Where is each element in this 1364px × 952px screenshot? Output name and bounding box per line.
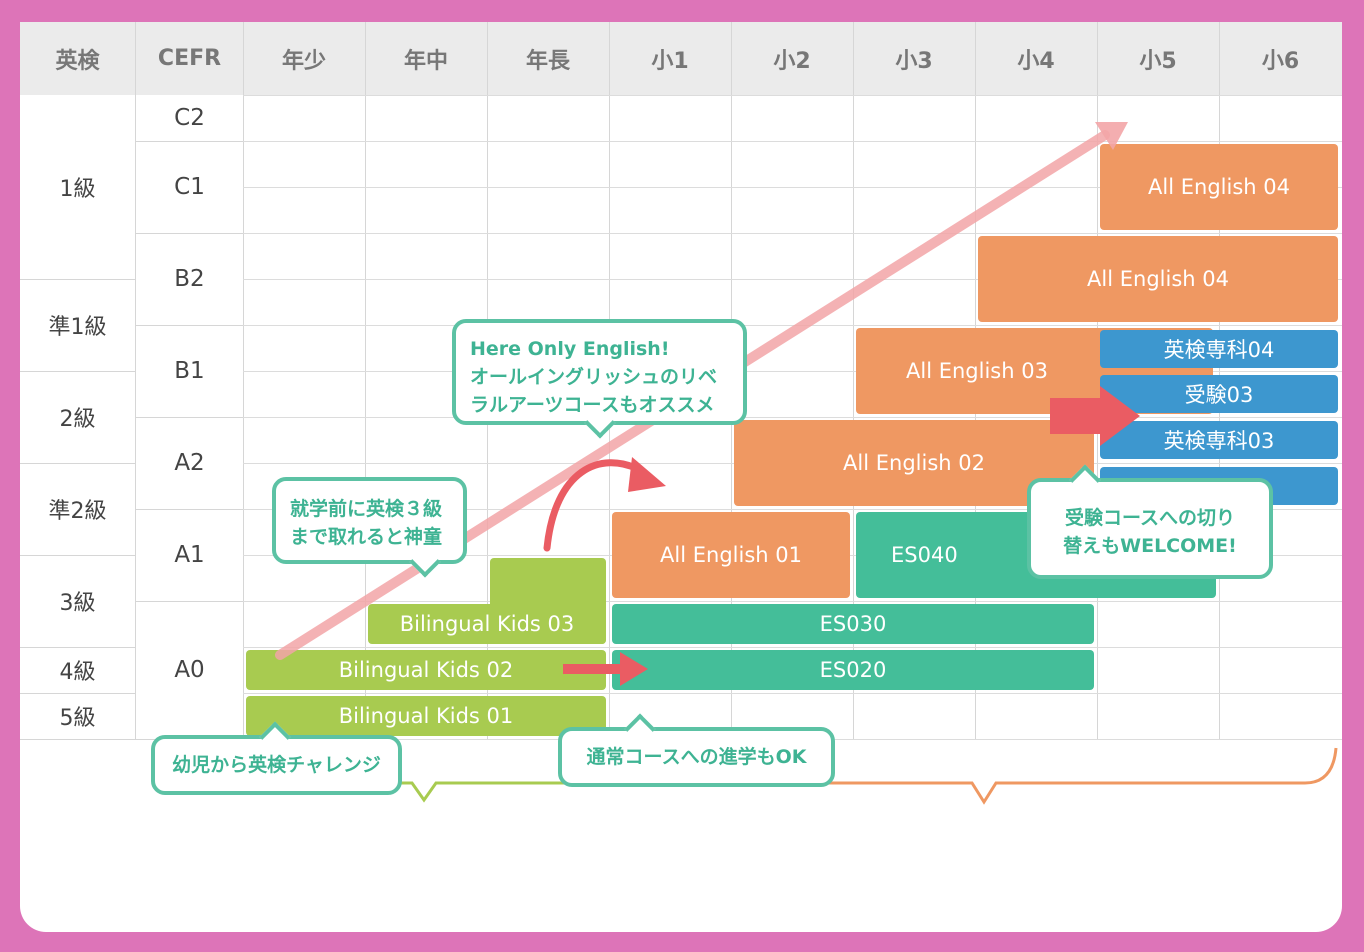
grid-line bbox=[20, 555, 135, 556]
cefr-level-a2: A2 bbox=[174, 450, 205, 476]
grid-line bbox=[20, 463, 135, 464]
grid-line bbox=[243, 325, 1342, 326]
grid-line bbox=[365, 22, 366, 739]
cefr-level-a0: A0 bbox=[174, 657, 205, 683]
header-cefr: CEFR bbox=[157, 46, 222, 71]
grid-line bbox=[136, 601, 243, 602]
grid-line bbox=[243, 509, 1342, 510]
grid-line bbox=[20, 371, 135, 372]
curved-arrow bbox=[543, 459, 644, 552]
eiken-level-2kyu: 2級 bbox=[59, 407, 96, 432]
progress-arrow-head bbox=[1095, 122, 1128, 150]
cefr-level-a1: A1 bbox=[174, 542, 205, 568]
grid-line bbox=[243, 601, 1342, 602]
grid-line bbox=[136, 325, 243, 326]
grid-line bbox=[243, 417, 1342, 418]
course-all-english-01: All English 01 bbox=[612, 512, 850, 598]
eiken-level-1kyu: 1級 bbox=[59, 177, 96, 202]
course-eiken-senka-04: 英検専科04 bbox=[1100, 330, 1338, 368]
grid-line bbox=[136, 141, 243, 142]
grid-line bbox=[20, 279, 135, 280]
course-all-english-04: All English 04 bbox=[978, 236, 1338, 322]
header-nenchu: 年中 bbox=[403, 48, 448, 74]
eiken-level-5kyu: 5級 bbox=[59, 706, 96, 731]
grid-line bbox=[243, 233, 1342, 234]
header-sho4: 小4 bbox=[1017, 48, 1055, 74]
grid-line bbox=[136, 509, 243, 510]
exam-arrow-shaft bbox=[1050, 398, 1102, 434]
grid-line bbox=[243, 693, 1342, 694]
course-bilingual-kids-03: Bilingual Kids 03 bbox=[368, 604, 606, 644]
es-arrow-shaft bbox=[563, 664, 621, 674]
grid-line bbox=[243, 22, 244, 739]
callout-challenge: 幼児から英検チャレンジ bbox=[151, 721, 402, 795]
callout-line: 幼児から英検チャレンジ bbox=[172, 754, 381, 776]
callout-exam-switch: 受験コースへの切り 替えもWELCOME! bbox=[1027, 464, 1273, 579]
course-eiken-senka-03: 英検専科03 bbox=[1100, 421, 1338, 459]
eiken-level-jun1kyu: 準1級 bbox=[48, 315, 107, 340]
course-es030: ES030 bbox=[612, 604, 1094, 644]
header-eiken: 英検 bbox=[55, 48, 100, 74]
callout-line: 替えもWELCOME! bbox=[1063, 535, 1237, 557]
callout-line: オールイングリッシュのリベ bbox=[470, 366, 718, 388]
curved-arrow-head bbox=[628, 457, 666, 492]
callout-regular-course: 通常コースへの進学もOK bbox=[558, 713, 835, 787]
eiken-level-jun2kyu: 準2級 bbox=[48, 499, 107, 524]
grid-line bbox=[243, 141, 1342, 142]
callout-line: 就学前に英検３級 bbox=[290, 498, 443, 520]
cefr-level-b2: B2 bbox=[174, 266, 205, 292]
grid-line bbox=[20, 739, 243, 740]
header-sho2: 小2 bbox=[773, 48, 811, 74]
cefr-level-b1: B1 bbox=[174, 358, 205, 384]
header-sho3: 小3 bbox=[895, 48, 933, 74]
course-all-english-04-top: All English 04 bbox=[1100, 144, 1338, 230]
course-es020: ES020 bbox=[612, 650, 1094, 690]
header-sho5: 小5 bbox=[1139, 48, 1177, 74]
cefr-level-c1: C1 bbox=[174, 174, 205, 200]
course-bilingual-kids-02: Bilingual Kids 02 bbox=[246, 650, 606, 690]
table-header bbox=[20, 22, 1342, 95]
callout-line: 受験コースへの切り bbox=[1064, 507, 1236, 529]
header-nensho: 年少 bbox=[281, 48, 326, 74]
callout-prodigy: 就学前に英検３級 まで取れると神童 bbox=[272, 477, 467, 578]
grid-line bbox=[243, 371, 1342, 372]
grid-line bbox=[136, 233, 243, 234]
header-sho1: 小1 bbox=[651, 48, 689, 74]
header-nencho: 年長 bbox=[525, 48, 570, 74]
course-juken-03: 受験03 bbox=[1100, 375, 1338, 413]
grid-line bbox=[243, 187, 1342, 188]
brace-english bbox=[618, 747, 1338, 805]
course-bilingual-kids-01: Bilingual Kids 01 bbox=[246, 696, 606, 736]
grid-line bbox=[20, 647, 135, 648]
header-sho6: 小6 bbox=[1261, 48, 1300, 74]
eiken-level-3kyu: 3級 bbox=[59, 591, 96, 616]
grid-line bbox=[243, 647, 1342, 648]
grid-line bbox=[135, 22, 136, 739]
grid-line bbox=[853, 22, 854, 739]
callout-line: 通常コースへの進学もOK bbox=[586, 746, 807, 768]
es-arrow-head bbox=[620, 652, 648, 686]
grid-line bbox=[20, 693, 135, 694]
exam-arrow-head bbox=[1100, 386, 1140, 446]
callout-line: Here Only English! bbox=[470, 338, 670, 360]
cefr-level-c2: C2 bbox=[174, 105, 205, 131]
grid-line bbox=[243, 95, 1342, 96]
callout-liberal-arts: Here Only English! オールイングリッシュのリベ ラルアーツコー… bbox=[452, 319, 747, 439]
eiken-level-4kyu: 4級 bbox=[59, 660, 96, 685]
callout-line: まで取れると神童 bbox=[290, 526, 443, 548]
grid-line bbox=[136, 417, 243, 418]
callout-line: ラルアーツコースもオススメ bbox=[470, 394, 715, 416]
grid-line bbox=[243, 279, 1342, 280]
